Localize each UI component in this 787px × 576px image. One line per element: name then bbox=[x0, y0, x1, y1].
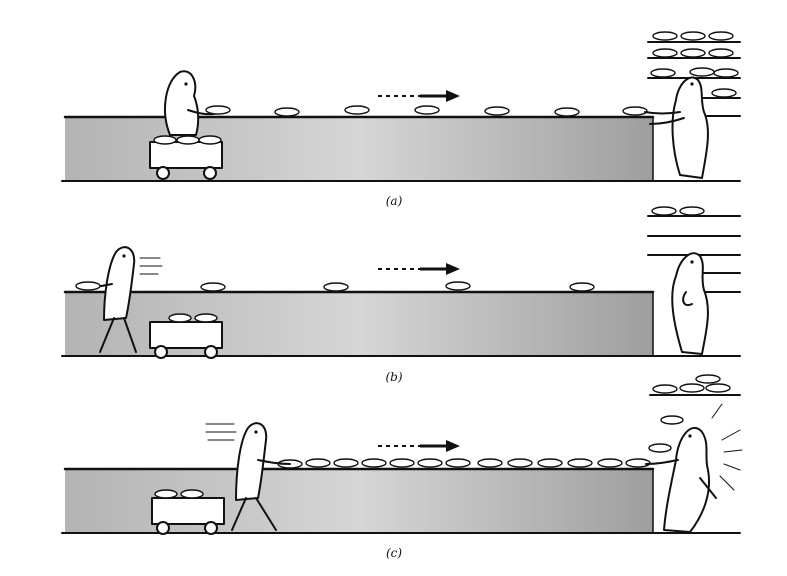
panel-c: (c) bbox=[61, 374, 743, 560]
panel-label-c: (c) bbox=[386, 546, 402, 560]
belt-pies bbox=[274, 105, 648, 117]
shelf-pies bbox=[648, 374, 731, 453]
shelves bbox=[647, 215, 741, 293]
receiver-worker bbox=[644, 76, 709, 182]
panel-label-b: (b) bbox=[385, 370, 402, 384]
panel-label-a: (a) bbox=[386, 194, 403, 208]
belt-pies bbox=[200, 281, 595, 292]
shelf-pies bbox=[650, 31, 739, 98]
direction-arrow bbox=[378, 263, 460, 275]
pie-cart bbox=[151, 489, 225, 535]
direction-arrow bbox=[378, 440, 460, 452]
pie-cart bbox=[149, 135, 223, 180]
loader-worker bbox=[164, 70, 231, 136]
panel-a: (a) bbox=[61, 31, 741, 208]
shelf-pies bbox=[651, 206, 705, 216]
loader-worker bbox=[75, 246, 163, 353]
panel-b: (b) bbox=[61, 206, 741, 384]
pie-cart bbox=[149, 313, 223, 359]
receiver-worker bbox=[645, 403, 743, 533]
loader-worker bbox=[205, 422, 291, 531]
belt-pies bbox=[277, 458, 651, 469]
receiver-worker bbox=[671, 252, 709, 355]
direction-arrow bbox=[378, 90, 460, 102]
